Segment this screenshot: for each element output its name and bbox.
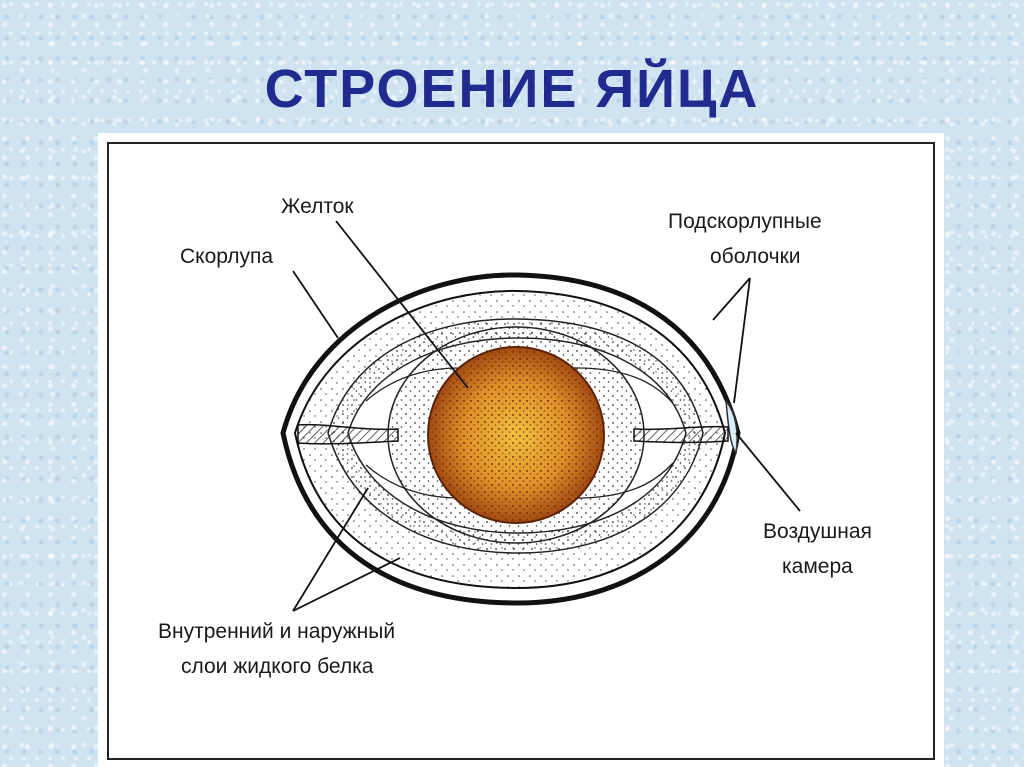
label-yolk: Желток (281, 195, 354, 218)
label-membranes-line1: Подскорлупные (668, 210, 822, 233)
leader-yolk (335, 220, 469, 389)
page-title: СТРОЕНИЕ ЯЙЦА (264, 59, 760, 119)
air-cell (725, 398, 738, 455)
egg-diagram: Желток Скорлупа Подскорлупные оболочки В… (107, 142, 935, 760)
leader-shell (292, 270, 339, 339)
leader-albumen-1 (292, 487, 369, 612)
label-air-cell-line1: Воздушная (763, 520, 872, 543)
label-albumen-line1: Внутренний и наружный (158, 620, 395, 643)
leader-membrane-1 (712, 277, 751, 321)
label-shell: Скорлупа (180, 245, 273, 268)
label-albumen-line2: слои жидкого белка (181, 655, 374, 678)
chalaza-right (633, 425, 729, 444)
leader-air-cell (735, 432, 801, 512)
diagram-panel: Желток Скорлупа Подскорлупные оболочки В… (98, 133, 944, 767)
leader-albumen-2 (292, 557, 401, 612)
chalaza-left (297, 423, 399, 445)
leader-membrane-2 (733, 277, 751, 404)
label-membranes-line2: оболочки (710, 245, 801, 268)
label-air-cell-line2: камера (782, 555, 853, 578)
yolk-texture (430, 349, 602, 521)
